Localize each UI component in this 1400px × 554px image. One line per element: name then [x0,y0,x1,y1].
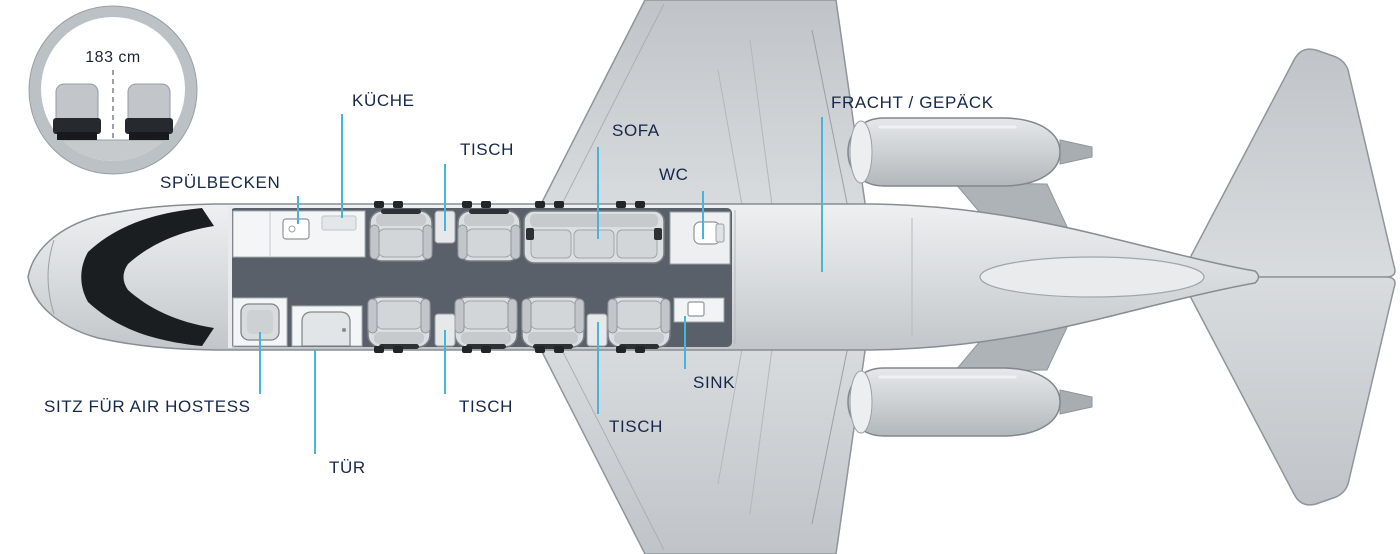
cabin-interior [228,201,732,353]
galley [232,210,366,258]
label-sitz-air-hostess: SITZ FÜR AIR HOSTESS [44,397,251,416]
callout-wc [702,191,704,239]
label-sofa: SOFA [612,121,660,140]
label-fracht-gepaeck: FRACHT / GEPÄCK [831,93,994,112]
label-tisch-front: TISCH [460,140,514,159]
label-tisch-rear-mid: TISCH [609,417,663,436]
cabin-door [291,305,363,347]
sink-unit [673,297,725,323]
engine-top [847,117,1093,187]
callout-sink [684,316,686,369]
seat-rear-2 [454,296,518,350]
label-tuer: TÜR [329,458,366,477]
cross-section-seat-right [125,83,173,140]
tail-fin-fairing [979,256,1205,298]
callout-tisch-rear-left [444,330,446,394]
engine-bottom [847,367,1093,437]
seat-rear-1 [367,296,431,350]
wing-top [534,0,867,215]
seat-rear-3 [521,296,585,350]
label-kueche: KÜCHE [352,91,415,110]
label-sink: SINK [693,373,736,392]
cross-section-seat-left [53,83,101,140]
label-spuelbecken: SPÜLBECKEN [160,173,281,192]
callout-tisch-rear-mid [597,322,599,414]
callout-tuer [314,350,316,454]
cabin-cross-section: 183 cm [28,5,198,175]
seat-front-right [457,208,521,262]
callout-spuelbecken [297,196,299,224]
cockpit-windshield [81,208,214,346]
callout-sofa [597,147,599,239]
tail-stabilizer [1178,48,1396,506]
seat-rear-4 [607,296,671,350]
callout-sitz [259,332,261,394]
label-tisch-rear-left: TISCH [459,397,513,416]
label-wc: WC [659,165,689,184]
cabin-windows [374,201,645,353]
callout-tisch-front [444,164,446,231]
callout-kueche [341,114,343,218]
cabin-height-value: 183 cm [85,49,140,66]
seat-front-left [369,208,433,262]
nose-radome-line [47,239,55,315]
galley-sink [282,218,310,240]
lavatory [669,211,731,265]
sofa [523,210,665,264]
callout-fracht [821,117,823,272]
